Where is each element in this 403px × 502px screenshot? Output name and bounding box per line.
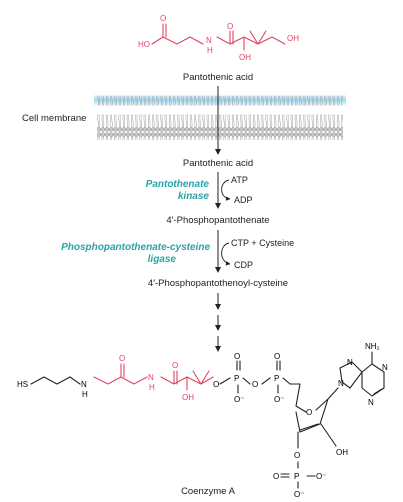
atom-p: P: [234, 374, 239, 383]
atom-hs: HS: [17, 380, 28, 389]
atom-h: H: [82, 390, 88, 399]
atom-o: O: [273, 472, 279, 481]
cell-membrane: [94, 94, 346, 140]
atom-o: O: [172, 361, 178, 370]
atp-adp-curve: [221, 179, 231, 201]
atom-o: O: [252, 380, 258, 389]
step-pantothenic-acid: Pantothenic acid: [183, 158, 253, 169]
atom-o: O: [227, 22, 233, 31]
pantothenic-acid-structure: HO O N H O OH OH: [138, 14, 299, 62]
atom-oh: OH: [287, 34, 299, 43]
atom-o: O: [160, 14, 166, 23]
enzyme-ligase-line1: Phosphopantothenate-cysteine: [61, 242, 210, 253]
step-phosphopantothenate: 4′-Phosphopantothenate: [166, 215, 269, 226]
atom-h: H: [149, 383, 155, 392]
atom-h: H: [207, 46, 213, 55]
atom-o-minus: O⁻: [294, 490, 304, 499]
atom-n: N: [206, 36, 212, 45]
atom-o: O: [274, 352, 280, 361]
atom-oh: OH: [182, 393, 194, 402]
pantothenic-acid-label: Pantothenic acid: [183, 72, 253, 83]
ctp-cdp-curve: [221, 242, 231, 266]
ctp-label: CTP + Cysteine: [231, 238, 294, 248]
cell-membrane-label: Cell membrane: [22, 113, 86, 124]
step-phosphopantothenoyl-cysteine: 4′-Phosphopantothenoyl-cysteine: [148, 278, 288, 289]
atom-ho: HO: [138, 40, 150, 49]
atom-o-minus: O⁻: [274, 395, 284, 404]
atom-o: O: [306, 408, 312, 417]
atom-o: O: [234, 352, 240, 361]
atom-o: O: [294, 451, 300, 460]
atom-oh: OH: [239, 53, 251, 62]
coenzyme-a-label: Coenzyme A: [181, 486, 236, 497]
atom-p: P: [274, 374, 279, 383]
coenzyme-a-structure: HS N H O N H O OH O P O O⁻ O P O O⁻ O OH…: [17, 342, 388, 499]
cdp-label: CDP: [234, 260, 253, 270]
atom-o-minus: O⁻: [316, 472, 326, 481]
atom-n: N: [81, 380, 87, 389]
atp-label: ATP: [231, 175, 248, 185]
atom-o-minus: O⁻: [234, 395, 244, 404]
atom-p: P: [294, 472, 299, 481]
atom-nh2: NH₂: [365, 342, 380, 351]
enzyme-ligase-line2: ligase: [148, 254, 177, 265]
atom-n: N: [148, 373, 154, 382]
adp-label: ADP: [234, 195, 253, 205]
atom-o: O: [119, 354, 125, 363]
atom-o: O: [213, 380, 219, 389]
atom-n: N: [382, 363, 388, 372]
enzyme-pantothenate-kinase-line2: kinase: [178, 191, 210, 202]
atom-oh-ring: OH: [336, 448, 348, 457]
atom-n: N: [347, 358, 353, 367]
enzyme-pantothenate-kinase-line1: Pantothenate: [146, 179, 210, 190]
atom-n: N: [338, 379, 344, 388]
atom-n: N: [368, 398, 374, 407]
